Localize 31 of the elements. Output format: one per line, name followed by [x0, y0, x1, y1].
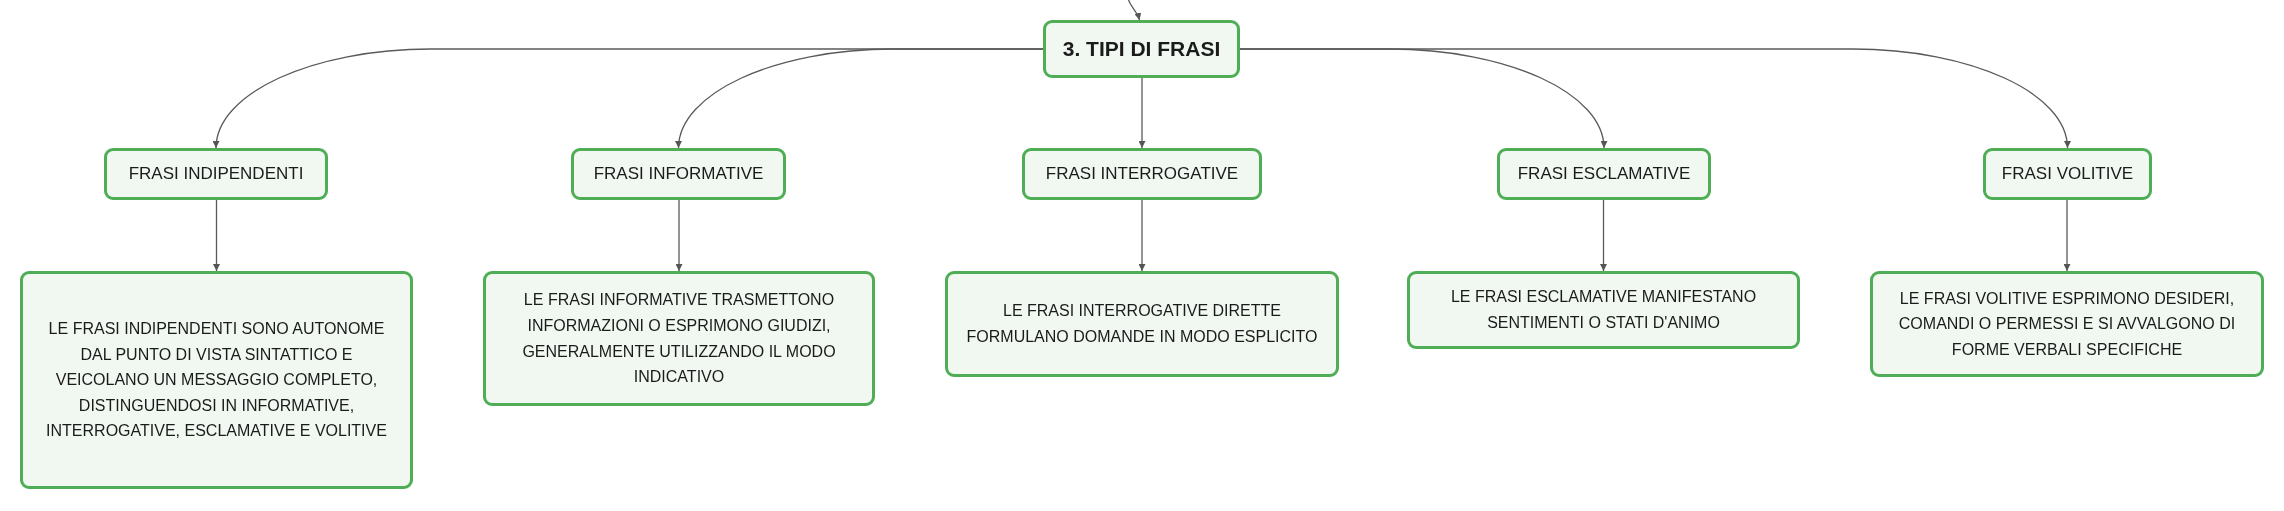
description-text: LE FRASI ESCLAMATIVE MANIFESTANO SENTIMENTI O STATI D'ANIMO	[1449, 287, 1758, 333]
connector-arrow	[213, 199, 220, 272]
connector-arrow	[1600, 199, 1607, 272]
category-label: FRASI INDIPENDENTI	[128, 164, 304, 184]
category-box	[1983, 148, 2152, 200]
category-label: FRASI ESCLAMATIVE	[1517, 164, 1691, 184]
description-box	[483, 271, 875, 406]
category-box	[571, 148, 786, 200]
topic-box	[1043, 20, 1240, 78]
connector-arrow	[2063, 199, 2071, 272]
topic-title: 3. TIPI DI FRASI	[1062, 37, 1221, 61]
category-box	[1497, 148, 1711, 200]
description-box	[20, 271, 413, 489]
description-box	[945, 271, 1339, 377]
category-box	[104, 148, 328, 200]
connector-arrow	[675, 199, 683, 272]
description-text: LE FRASI INFORMATIVE TRASMETTONO INFORMAZIONI O ESPRIMONO GIUDIZI, GENERALMENTE UTILIZZANDO IL MODO INDICATIVO	[521, 290, 837, 388]
category-label: FRASI INFORMATIVE	[593, 164, 764, 184]
connector-arrow	[1138, 77, 1146, 149]
description-text: LE FRASI INTERROGATIVE DIRETTE FORMULANO DOMANDE IN MODO ESPLICITO	[965, 301, 1319, 347]
description-text: LE FRASI VOLITIVE ESPRIMONO DESIDERI, COMANDI O PERMESSI E SI AVVALGONO DI FORME VERBALI SPECIFICHE	[1897, 288, 2237, 360]
description-text: LE FRASI INDIPENDENTI SONO AUTONOME DAL PUNTO DI VISTA SINTATTICO E VEICOLANO UN MESSAGGIO COMPLETO, DISTINGUENDOSI IN INFORMATIVE, INTERROGATIVE, ESCLAMATIVE E VOLITIVE	[45, 319, 388, 442]
category-label: FRASI INTERROGATIVE	[1045, 164, 1239, 184]
connector-arrow	[1239, 48, 2070, 149]
description-box	[1870, 271, 2264, 377]
category-box	[1022, 148, 1262, 200]
connector-arrow	[1138, 199, 1146, 272]
connector-arrow	[676, 48, 1044, 149]
description-box	[1407, 271, 1800, 349]
category-label: FRASI VOLITIVE	[2001, 164, 2134, 184]
connector-arrow	[1127, 0, 1141, 21]
